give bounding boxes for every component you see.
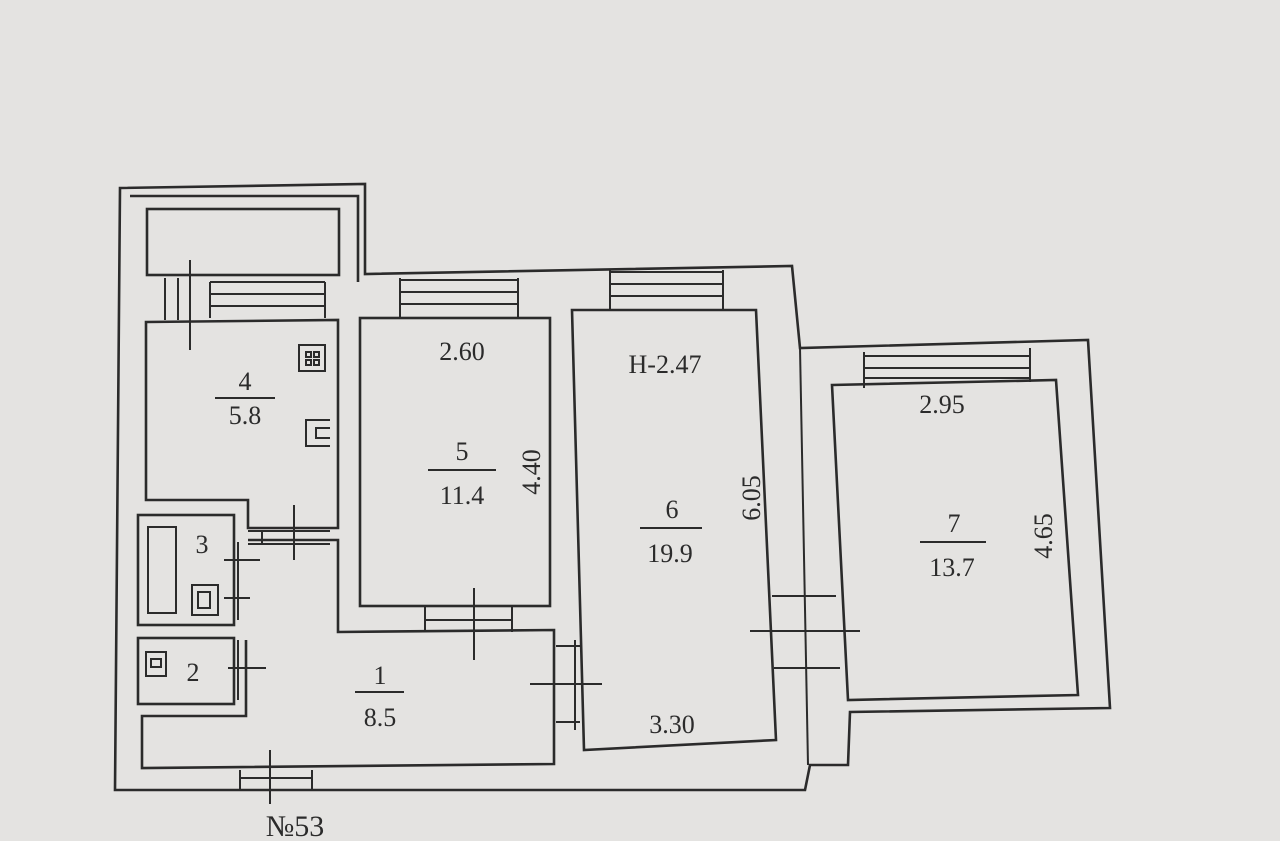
room-4-area: 5.8 xyxy=(229,401,262,430)
door-marks xyxy=(224,347,860,804)
room-5-number: 5 xyxy=(456,437,469,466)
room-6-width: 3.30 xyxy=(649,710,695,739)
room-7-length: 4.65 xyxy=(1029,513,1058,559)
room-5-length: 4.40 xyxy=(517,449,546,495)
room-4-number: 4 xyxy=(239,367,252,396)
loggia xyxy=(145,207,341,277)
stove-icon xyxy=(298,344,326,372)
room-6-length: 6.05 xyxy=(737,475,766,521)
washbasin-icon xyxy=(145,651,167,677)
toilet-icon xyxy=(191,584,219,616)
room-2 xyxy=(136,636,236,706)
sink-icon xyxy=(305,419,330,447)
ceiling-height: Н-2.47 xyxy=(629,350,702,379)
room-7-width: 2.95 xyxy=(919,390,965,419)
room-3-number: 3 xyxy=(196,530,209,559)
bathtub-icon xyxy=(147,526,177,614)
room-7-area: 13.7 xyxy=(929,553,975,582)
room-6 xyxy=(570,308,778,752)
room-7 xyxy=(830,378,1080,702)
room-1-area: 8.5 xyxy=(364,703,397,732)
room-6-number: 6 xyxy=(666,495,679,524)
windows xyxy=(164,260,1031,388)
room-7-number: 7 xyxy=(948,509,961,538)
room-4 xyxy=(144,318,340,530)
room-3 xyxy=(136,513,236,627)
room-1 xyxy=(140,538,556,770)
outer-walls xyxy=(113,182,1112,792)
room-1-number: 1 xyxy=(374,661,387,690)
apartment-number: №53 xyxy=(266,810,325,841)
room-6-area: 19.9 xyxy=(647,539,693,568)
room-5 xyxy=(358,316,552,608)
fraction-lines xyxy=(215,397,986,693)
room-5-area: 11.4 xyxy=(440,481,485,510)
room-2-number: 2 xyxy=(187,658,200,687)
room-5-width: 2.60 xyxy=(439,337,485,366)
